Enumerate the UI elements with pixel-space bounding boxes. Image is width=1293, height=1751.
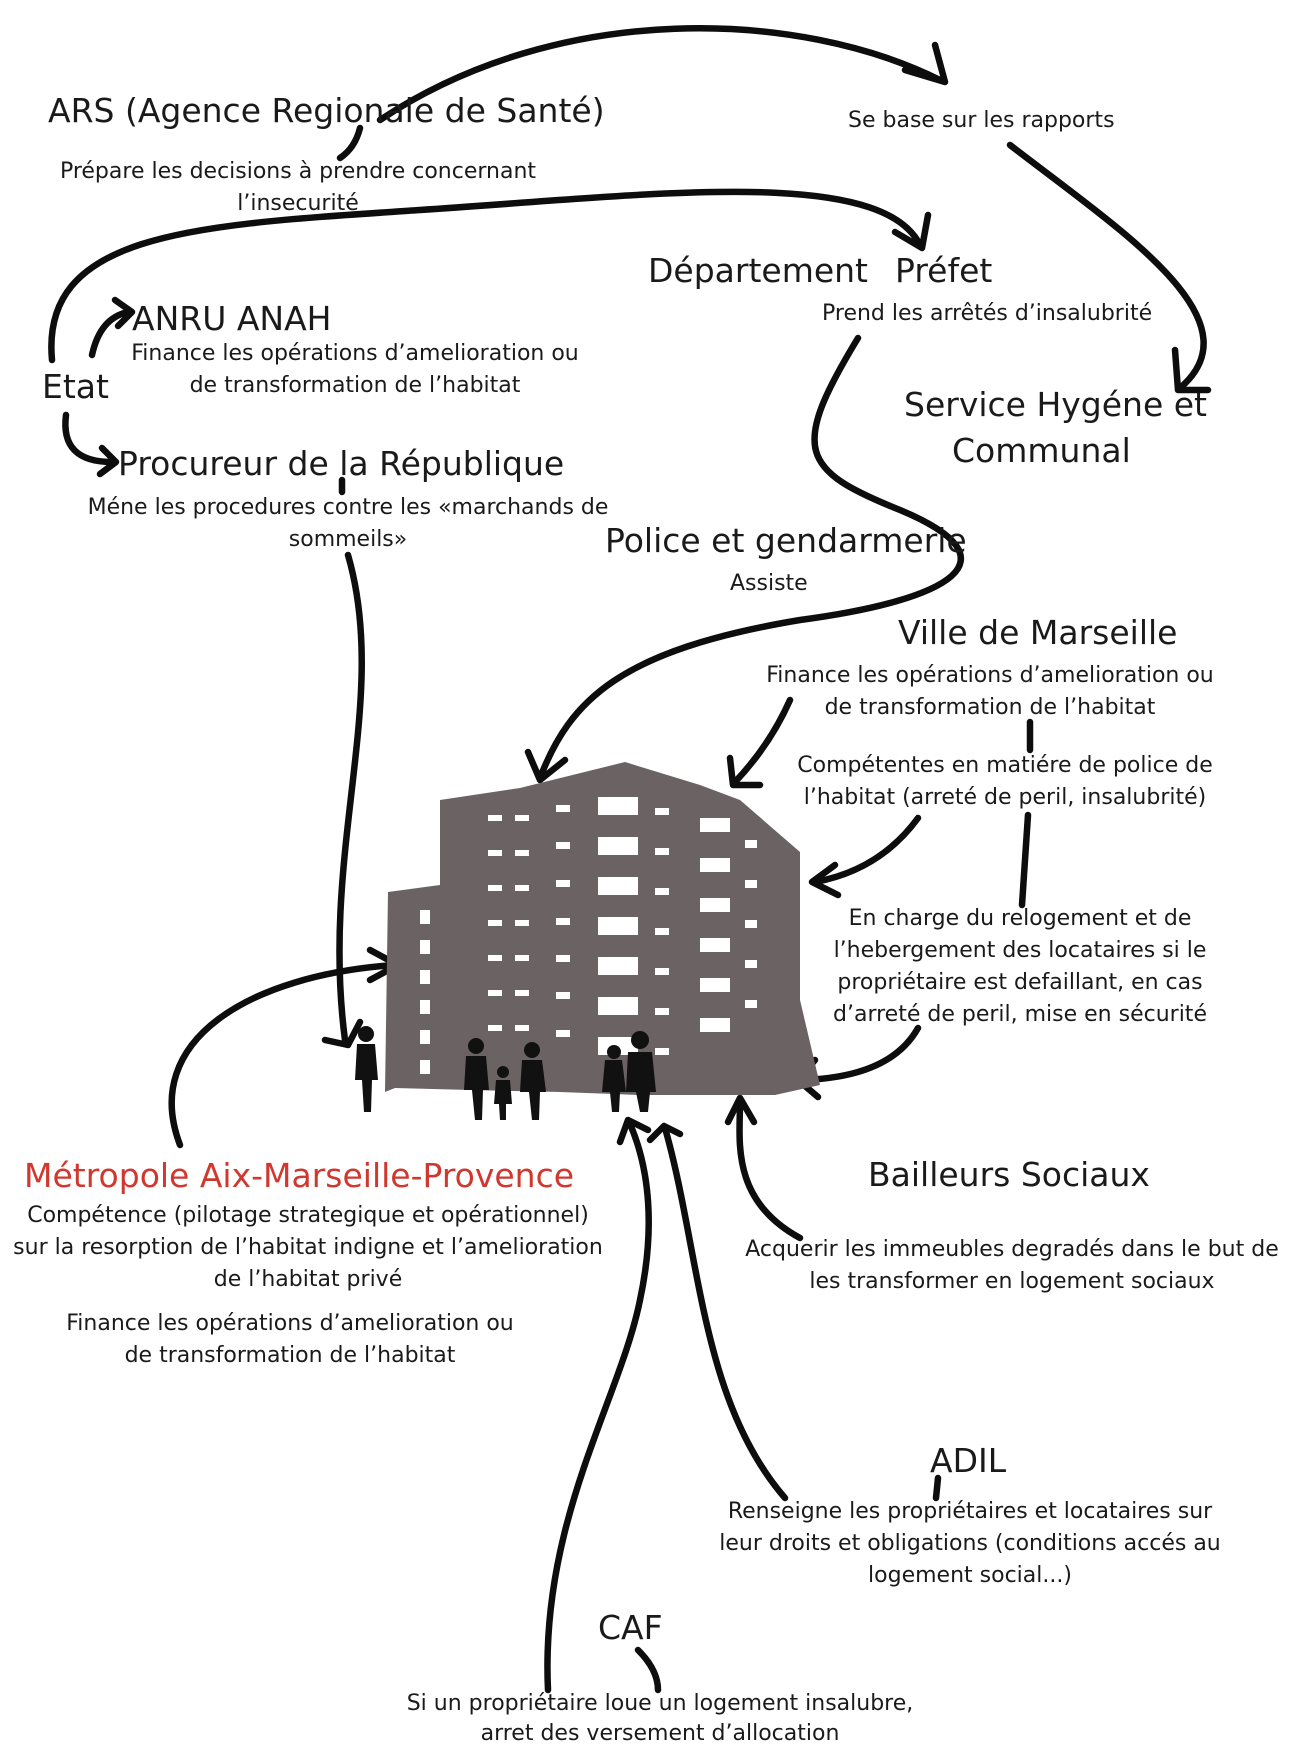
arrow-rapports-to-hygiene	[1006, 141, 1207, 392]
ville-comp-line-2: l’habitat (arreté de peril, insalubrité)	[803, 785, 1207, 810]
arrowhead-resident	[321, 1018, 364, 1049]
arrowhead-bailleurs	[724, 1094, 758, 1126]
window-column-f	[700, 818, 730, 1032]
arrow-competence-to-building	[811, 814, 922, 886]
arrowhead-adil	[646, 1122, 684, 1144]
metropole-desc-line-3: de l’habitat privé	[213, 1267, 403, 1292]
adil-desc-line-2: leur droits et obligations (conditions a…	[719, 1531, 1221, 1556]
procureur-desc-line-2: sommeils»	[288, 527, 408, 552]
bailleurs-desc-line-1: Acquerir les immeubles degradés dans le …	[745, 1237, 1279, 1262]
family-group	[464, 1038, 546, 1120]
ars-title: ARS (Agence Regionale de Santé)	[48, 91, 605, 130]
police-desc: Assiste	[730, 571, 808, 596]
arrowhead-competence	[808, 861, 842, 899]
elderly-couple	[602, 1031, 656, 1112]
connector-caf-desc	[634, 1646, 662, 1694]
anru-title: ANRU ANAH	[132, 299, 332, 338]
arrowhead-anru	[111, 296, 136, 330]
arrow-etat-to-anru	[88, 308, 132, 359]
window-column-e	[655, 808, 669, 1055]
caf-title: CAF	[598, 1608, 663, 1647]
person-left	[355, 1026, 378, 1112]
ars-desc-line-2: l’insecurité	[237, 191, 359, 216]
arrow-procureur-to-resident	[336, 551, 365, 1044]
service-hygiene-title-line-1: Service Hygéne et	[904, 385, 1207, 424]
police-title: Police et gendarmerie	[605, 521, 967, 560]
arrow-metropole-to-building	[168, 961, 399, 1149]
departement-title: Département	[648, 251, 868, 290]
adil-title: ADIL	[930, 1441, 1007, 1480]
arrow-prefet-to-building	[536, 334, 965, 782]
window-column-c	[556, 805, 570, 1037]
adil-desc-line-3: logement social...)	[868, 1563, 1072, 1588]
arrow-caf-to-building	[544, 1120, 652, 1694]
caf-desc-line-2: arret des versement d’allocation	[480, 1721, 840, 1746]
arrowhead-rapports	[901, 41, 949, 86]
ville-charge-line-4: d’arreté de peril, mise en sécurité	[833, 1002, 1207, 1027]
anru-desc-line-1: Finance les opérations d’amelioration ou	[131, 341, 579, 366]
caf-desc-line-1: Si un propriétaire loue un logement insa…	[406, 1691, 914, 1716]
adil-desc-line-1: Renseigne les propriétaires et locataire…	[727, 1499, 1213, 1524]
prefet-title: Préfet	[895, 251, 993, 290]
window-column-b	[515, 815, 529, 1031]
building-windows	[420, 797, 757, 1074]
metropole-desc-line-1: Compétence (pilotage strategique et opér…	[27, 1203, 589, 1228]
service-hygiene-title-line-2: Communal	[952, 431, 1131, 470]
procureur-title: Procureur de la République	[118, 444, 565, 483]
metropole-title: Métropole Aix-Marseille-Provence	[24, 1156, 575, 1195]
window-column-left	[420, 910, 430, 1074]
anru-desc-line-2: de transformation de l’habitat	[189, 373, 521, 398]
ville-charge-line-2: l’hebergement des locataires si le	[833, 938, 1207, 963]
arrow-ville-to-building	[731, 696, 794, 786]
bailleurs-desc-line-2: les transformer en logement sociaux	[809, 1269, 1215, 1294]
metropole-fin-line-1: Finance les opérations d’amelioration ou	[66, 1311, 514, 1336]
etat-title: Etat	[42, 367, 109, 406]
window-column-d	[598, 797, 638, 1055]
ville-title: Ville de Marseille	[898, 613, 1178, 652]
bailleurs-title: Bailleurs Sociaux	[868, 1155, 1150, 1194]
arrow-ars-to-rapports	[376, 25, 944, 124]
connector-ville-to-charge	[1018, 811, 1032, 909]
connector-ars-desc	[336, 124, 364, 162]
arrowhead-building-top	[524, 748, 569, 784]
residents-silhouettes	[355, 1026, 656, 1120]
arrow-charge-to-building	[796, 1024, 922, 1084]
connector-adil-desc	[932, 1474, 942, 1502]
prefet-desc: Prend les arrêtés d’insalubrité	[822, 301, 1153, 326]
ville-charge-line-1: En charge du relogement et de	[848, 906, 1192, 931]
ars-desc-line-1: Prépare les decisions à prendre concerna…	[59, 159, 537, 184]
ville-comp-line-1: Compétentes en matiére de police de	[797, 753, 1213, 778]
window-column-g	[745, 840, 757, 1008]
metropole-fin-line-2: de transformation de l’habitat	[124, 1343, 456, 1368]
arrowhead-prefet	[891, 211, 932, 252]
ville-desc-line-1: Finance les opérations d’amelioration ou	[766, 663, 1214, 688]
rapports-label: Se base sur les rapports	[848, 108, 1115, 133]
arrowhead-ville	[726, 754, 764, 789]
ville-desc-line-2: de transformation de l’habitat	[824, 695, 1156, 720]
arrow-bailleurs-to-building	[736, 1098, 804, 1242]
arrow-etat-to-procureur	[62, 411, 116, 466]
window-column-a	[488, 815, 502, 1031]
arrowhead-caf	[616, 1116, 652, 1146]
arrowhead-hygiene	[1171, 346, 1212, 394]
ville-charge-line-3: propriétaire est defaillant, en cas	[837, 970, 1203, 995]
metropole-desc-line-2: sur la resorption de l’habitat indigne e…	[13, 1235, 603, 1260]
procureur-desc-line-1: Méne les procedures contre les «marchand…	[87, 495, 609, 520]
arrow-etat-to-prefet	[48, 188, 924, 364]
arrow-adil-to-building	[661, 1124, 789, 1502]
arrowhead-procureur	[96, 444, 120, 478]
